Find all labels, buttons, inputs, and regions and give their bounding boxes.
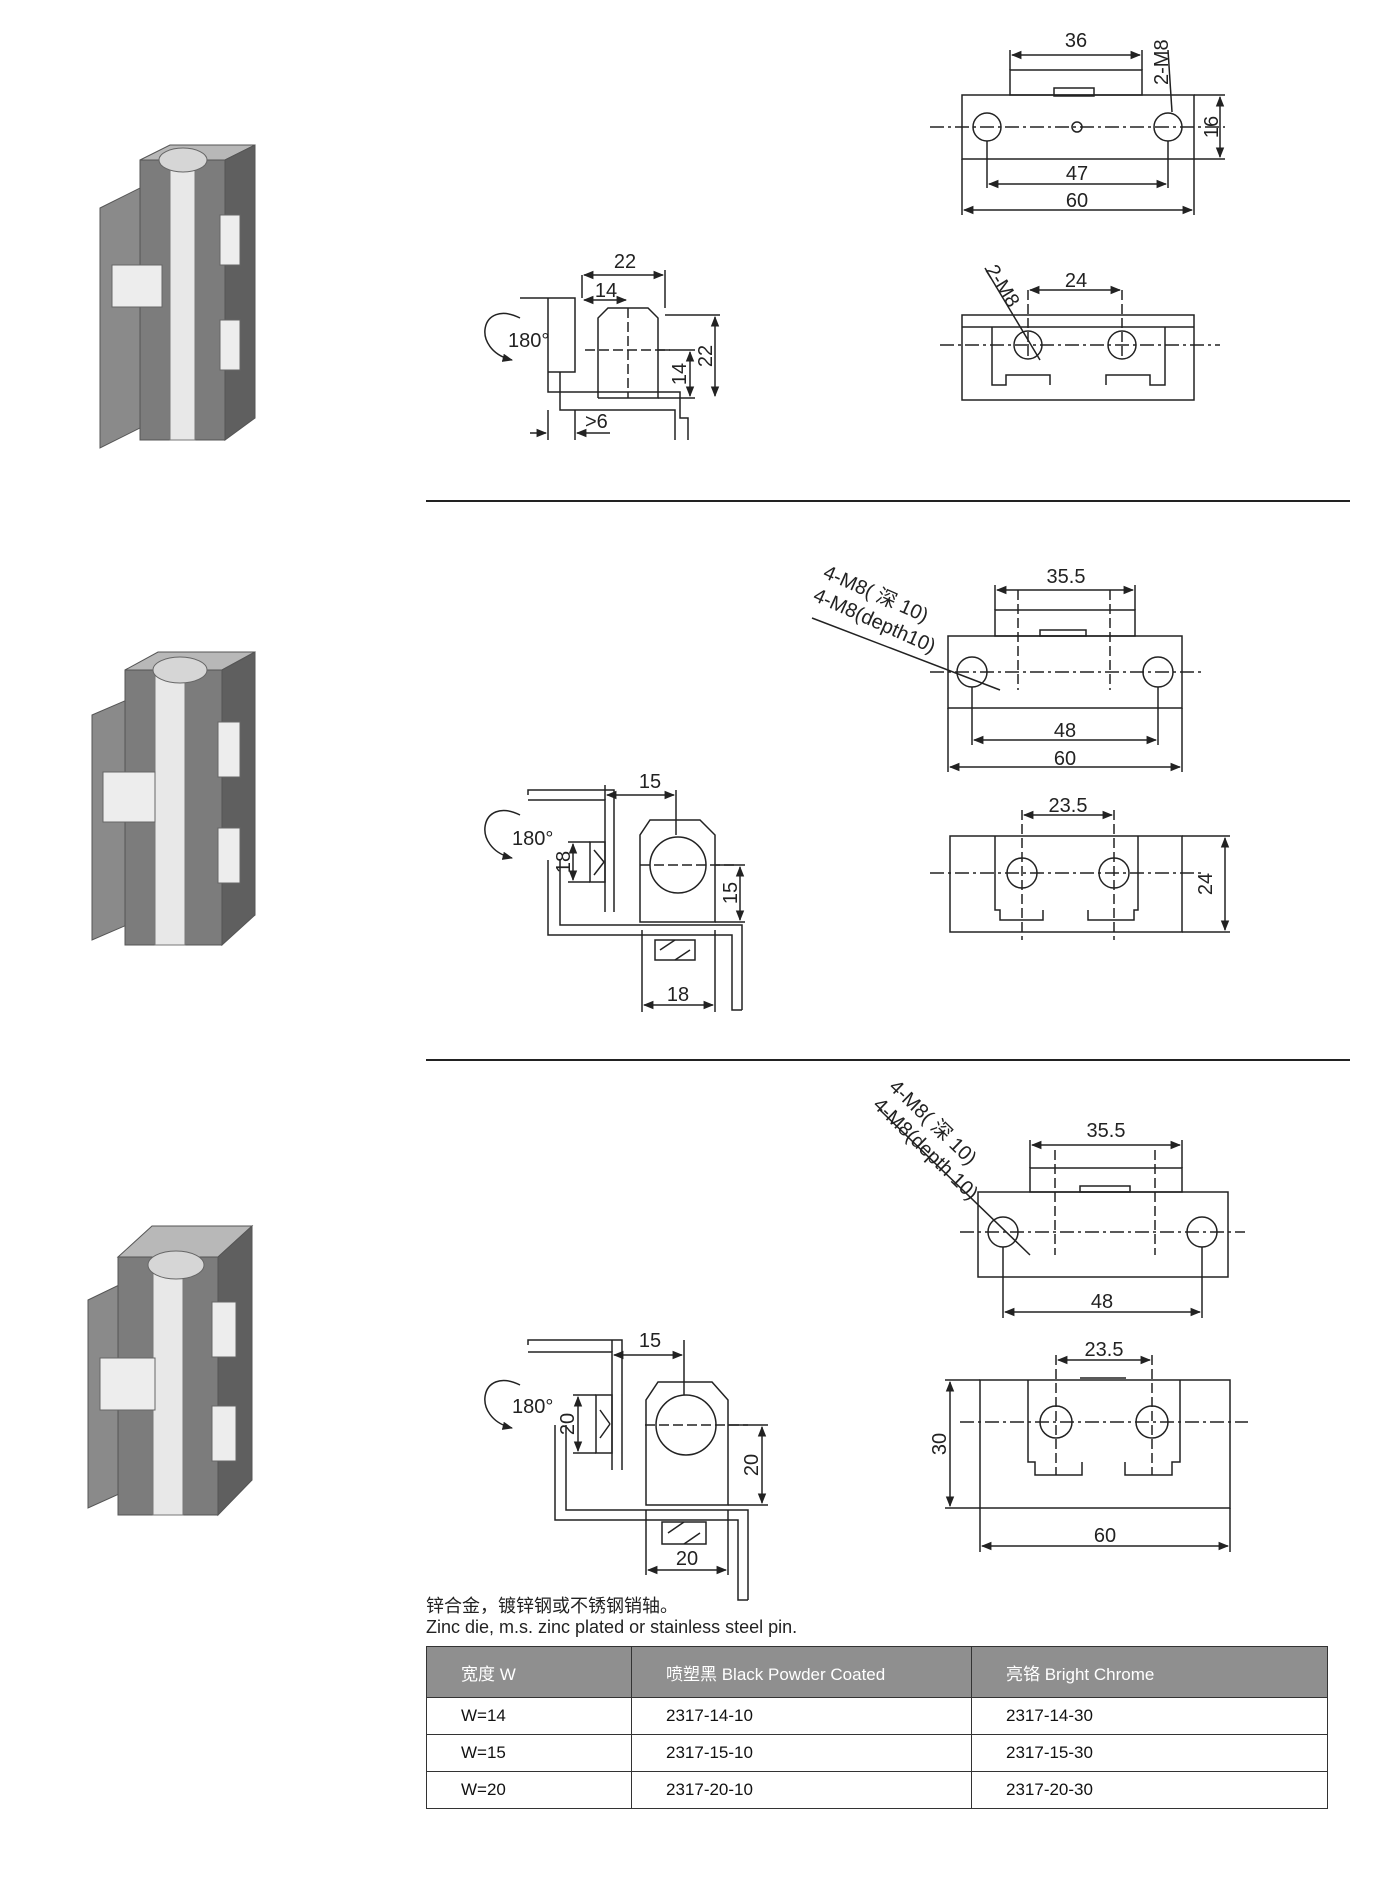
table-header-black: 喷塑黑 Black Powder Coated [631, 1646, 972, 1698]
dim-rotation: 180° [508, 330, 549, 352]
table-cell: 2317-20-10 [631, 1771, 972, 1809]
dim-front-pitch: 24 [1065, 270, 1087, 292]
side-view-w20 [484, 1339, 768, 1601]
dim-top-holes: 2-M8 [1151, 39, 1173, 85]
dim-side-20h-right: 20 [741, 1454, 763, 1476]
dim-top-width: 36 [1065, 30, 1087, 52]
material-note-en: Zinc die, m.s. zinc plated or stainless … [426, 1617, 798, 1637]
dim-front-width-w20: 60 [1094, 1525, 1116, 1547]
table-header-width: 宽度 W [426, 1646, 632, 1698]
hinge-3d-w20 [87, 1224, 254, 1517]
dim-top-overall: 60 [1066, 190, 1088, 212]
dim-front-height-w15: 24 [1195, 873, 1217, 895]
dim-front-holes: 2-M8 [981, 261, 1024, 311]
dim-top-pitch: 47 [1066, 163, 1088, 185]
dim-top-pitch-w20: 48 [1091, 1291, 1113, 1313]
table-cell: 2317-20-30 [971, 1771, 1328, 1809]
table-row: W=20 2317-20-10 2317-20-30 [426, 1771, 1328, 1809]
dim-side-22h: 22 [695, 345, 717, 367]
table-cell: 2317-15-10 [631, 1734, 972, 1772]
dim-side-18w: 18 [667, 984, 689, 1006]
table-cell: 2317-14-30 [971, 1697, 1328, 1735]
side-view-w15 [484, 785, 745, 1012]
table-cell: W=20 [426, 1771, 632, 1809]
dim-rotation-w20: 180° [512, 1396, 553, 1418]
dim-side-20h-left: 20 [557, 1413, 579, 1435]
hinge-3d-w14 [99, 144, 256, 449]
table-cell: 2317-15-30 [971, 1734, 1328, 1772]
material-note-cn: 锌合金，镀锌钢或不锈钢销轴。 [426, 1596, 678, 1616]
dim-side-14w: 14 [595, 280, 617, 302]
dim-front-pitch-w20: 23.5 [1085, 1339, 1124, 1361]
dim-side-15h: 15 [720, 882, 742, 904]
dim-side-22w: 22 [614, 251, 636, 273]
dim-side-15w-w20: 15 [639, 1330, 661, 1352]
dim-side-20w: 20 [676, 1548, 698, 1570]
front-view-w15 [930, 810, 1230, 940]
dim-rotation-w15: 180° [512, 828, 553, 850]
dim-top-width-w15: 35.5 [1047, 566, 1086, 588]
hinge-3d-w15 [91, 651, 256, 947]
dim-top-pitch-w15: 48 [1054, 720, 1076, 742]
front-view-w14 [940, 267, 1220, 401]
dim-top-height: 16 [1201, 116, 1223, 138]
table-header-row: 宽度 W 喷塑黑 Black Powder Coated 亮铬 Bright C… [426, 1646, 1328, 1698]
dim-front-pitch-w15: 23.5 [1049, 795, 1088, 817]
table-cell: W=15 [426, 1734, 632, 1772]
dim-side-gap: >6 [585, 411, 608, 433]
side-view-w14 [484, 270, 720, 440]
table-header-chrome: 亮铬 Bright Chrome [971, 1646, 1328, 1698]
table-row: W=14 2317-14-10 2317-14-30 [426, 1697, 1328, 1735]
dim-side-18h: 18 [553, 851, 575, 873]
top-view-w14 [930, 49, 1225, 215]
table-cell: W=14 [426, 1697, 632, 1735]
dim-side-15w: 15 [639, 771, 661, 793]
dim-top-overall-w15: 60 [1054, 748, 1076, 770]
top-view-w20 [879, 1109, 1245, 1318]
table-cell: 2317-14-10 [631, 1697, 972, 1735]
top-view-w15 [811, 585, 1205, 772]
spec-table: 宽度 W 喷塑黑 Black Powder Coated 亮铬 Bright C… [426, 1646, 1328, 1809]
front-view-w20 [945, 1355, 1248, 1552]
table-row: W=15 2317-15-10 2317-15-30 [426, 1734, 1328, 1772]
dim-top-width-w20: 35.5 [1087, 1120, 1126, 1142]
dim-side-14h: 14 [669, 363, 691, 385]
dim-front-height-w20: 30 [929, 1433, 951, 1455]
